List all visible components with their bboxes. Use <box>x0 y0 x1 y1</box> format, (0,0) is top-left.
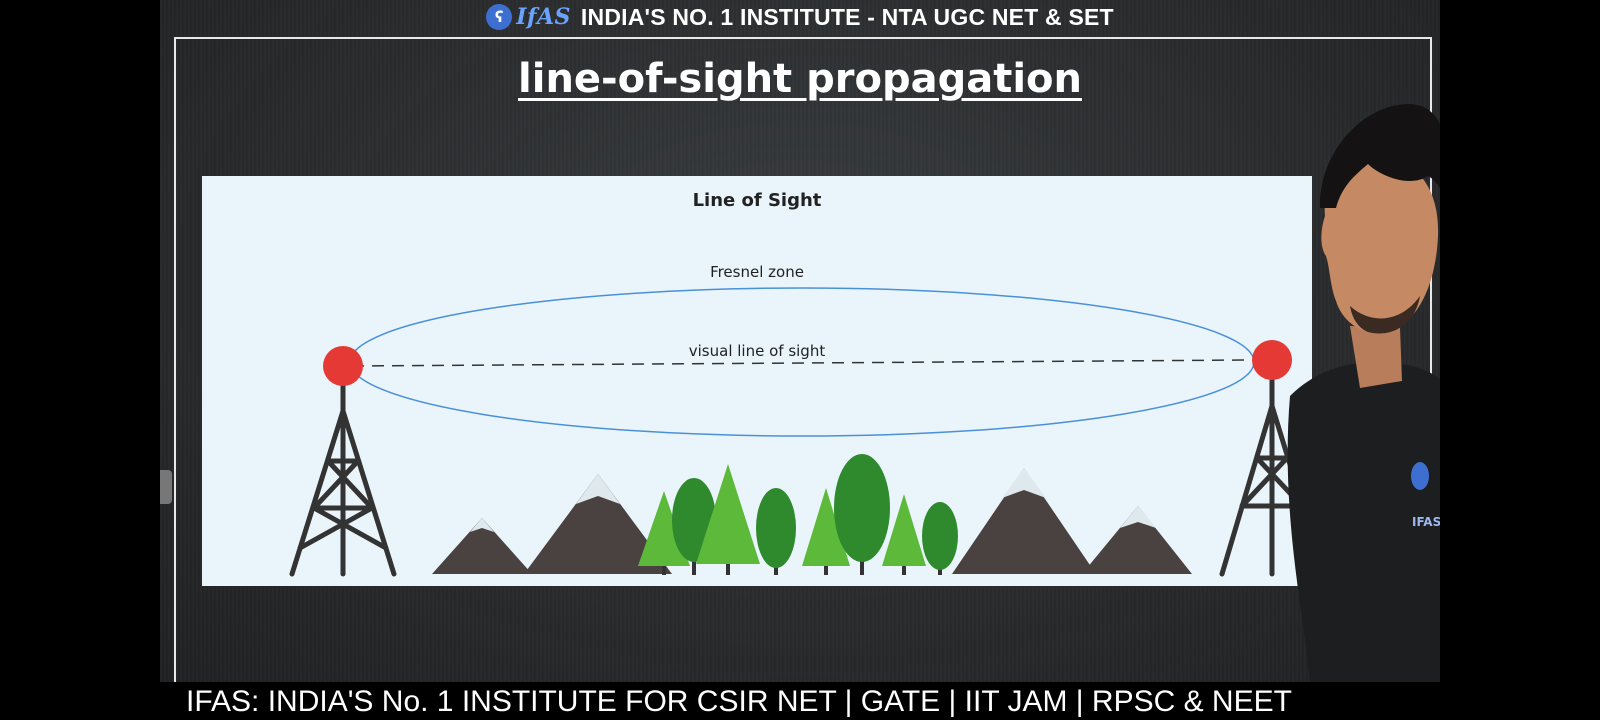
video-frame: ʕ IfAS INDIA'S NO. 1 INSTITUTE - NTA UGC… <box>160 0 1440 682</box>
visual-line-of-sight-label: visual line of sight <box>688 342 826 360</box>
presenter: IFAS <box>1287 104 1440 682</box>
shirt-logo-text: IFAS <box>1412 515 1440 529</box>
visual-line-of-sight <box>351 359 1253 367</box>
ticker-text: IFAS: INDIA'S No. 1 INSTITUTE FOR CSIR N… <box>186 685 1292 718</box>
logo-text: IfAS <box>516 4 571 30</box>
side-panel-handle[interactable] <box>160 470 172 504</box>
mountains <box>432 468 1192 574</box>
board-outline <box>174 37 1432 682</box>
slide-title: line-of-sight propagation <box>160 56 1440 102</box>
brand-header: ʕ IfAS INDIA'S NO. 1 INSTITUTE - NTA UGC… <box>160 0 1440 34</box>
logo-glyph: ʕ <box>494 8 504 26</box>
diagram-graphic <box>289 287 1312 577</box>
brand-tagline: INDIA'S NO. 1 INSTITUTE - NTA UGC NET & … <box>580 3 1114 30</box>
line-of-sight-diagram: Line of Sight Fresnel zone visual line o… <box>202 176 1312 586</box>
trees <box>638 454 958 575</box>
news-ticker: IFAS: INDIA'S No. 1 INSTITUTE FOR CSIR N… <box>160 682 1440 720</box>
left-antenna <box>323 346 363 386</box>
shirt-logo-icon <box>1411 462 1429 490</box>
fresnel-zone-ellipse <box>349 287 1255 437</box>
fresnel-zone-label: Fresnel zone <box>710 263 804 281</box>
slide-title-text: line-of-sight propagation <box>518 56 1082 102</box>
diagram-heading: Line of Sight <box>692 190 822 211</box>
logo-icon: ʕ <box>486 4 513 30</box>
right-antenna <box>1252 340 1292 380</box>
left-tower <box>289 378 397 577</box>
ifas-logo: ʕ IfAS <box>486 4 571 30</box>
